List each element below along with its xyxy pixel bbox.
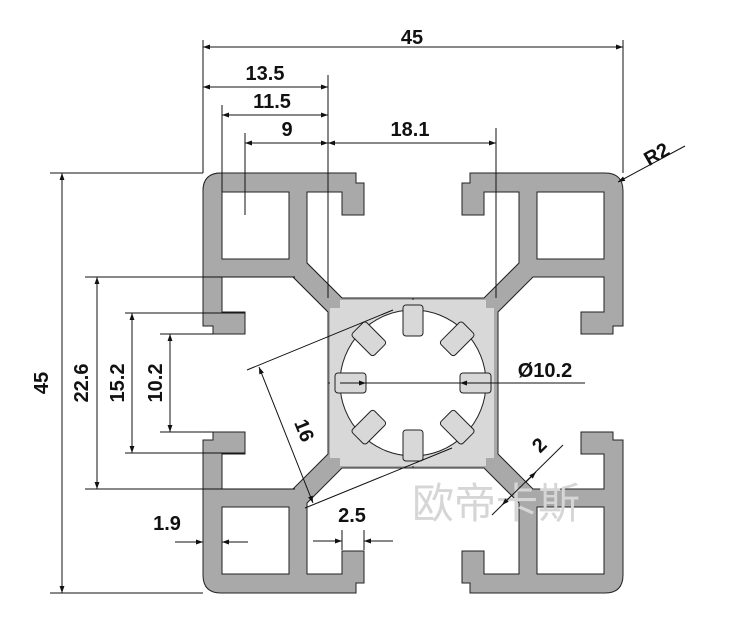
dim-13-5: 13.5 [246, 63, 285, 85]
dim-overall-width: 45 [401, 27, 423, 49]
dim-15-2: 15.2 [107, 364, 129, 403]
dim-wall: 2 [528, 434, 551, 457]
dimension-lines [50, 40, 686, 594]
dim-bore: Ø10.2 [518, 360, 572, 382]
dim-1-9: 1.9 [153, 513, 181, 535]
dim-11-5: 11.5 [253, 91, 291, 113]
dim-9: 9 [281, 119, 292, 141]
dimension-labels: 45 13.5 11.5 9 18.1 R2 45 22.6 15.2 10.2… [31, 27, 674, 535]
dim-radius: R2 [640, 139, 673, 171]
dim-16: 16 [289, 416, 318, 445]
dim-22-6: 22.6 [71, 364, 93, 403]
dim-18-1: 18.1 [391, 119, 430, 141]
dim-2-5: 2.5 [338, 505, 366, 527]
dim-overall-height: 45 [31, 372, 53, 394]
watermark: 欧帝卡斯 [412, 479, 580, 528]
dim-10-2: 10.2 [145, 364, 167, 403]
